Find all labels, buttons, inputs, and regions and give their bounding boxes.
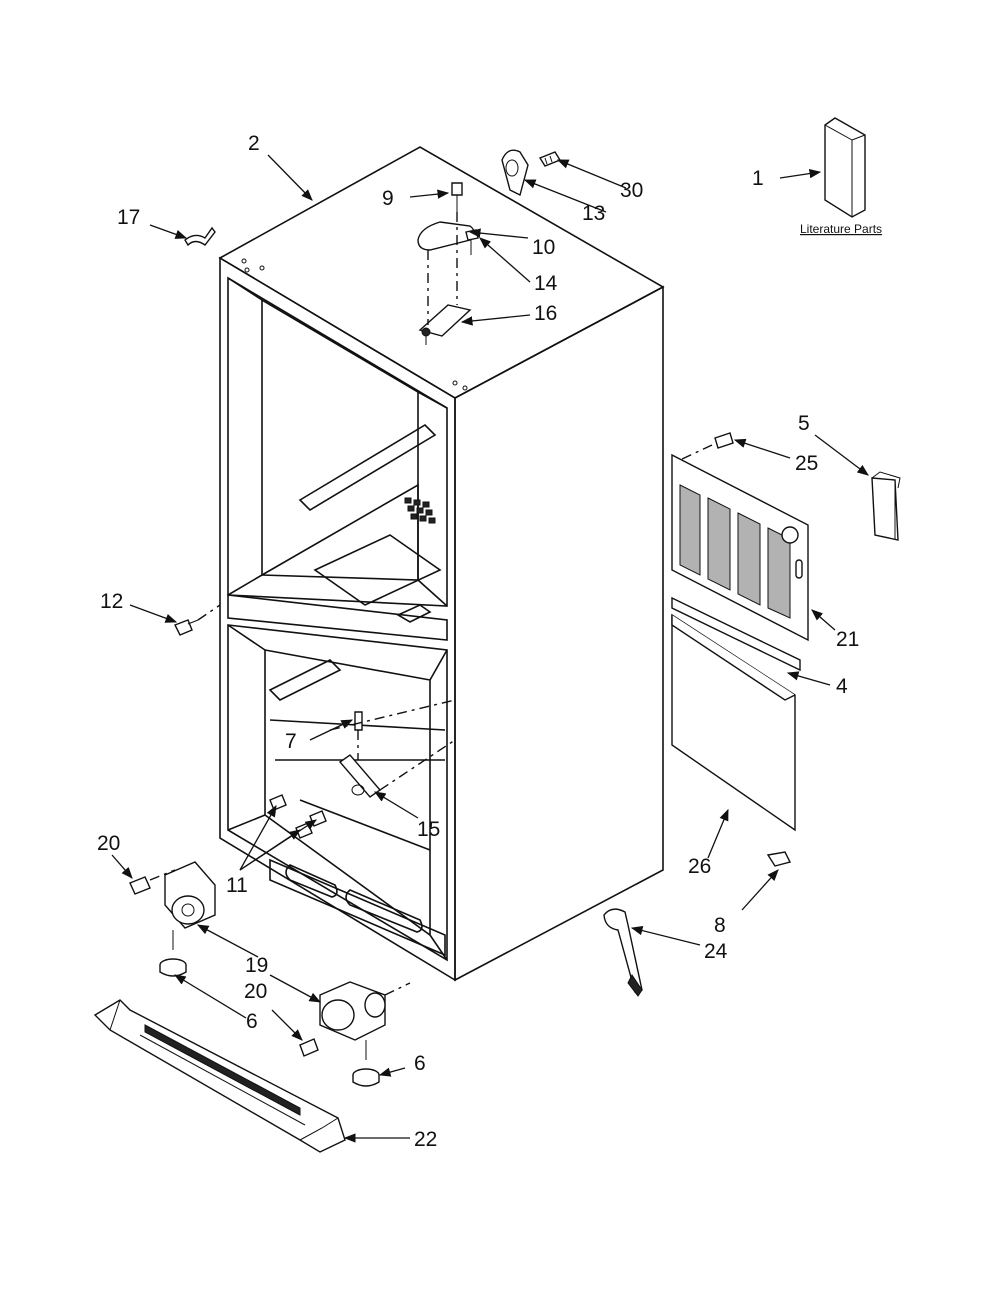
callout-5: 5 bbox=[798, 412, 810, 435]
callout-26: 26 bbox=[688, 855, 711, 878]
callout-labels: 1 2 4 5 6 6 7 8 9 10 11 12 13 14 15 16 1… bbox=[97, 132, 859, 1151]
callout-24: 24 bbox=[704, 940, 728, 963]
callout-4: 4 bbox=[836, 675, 848, 698]
callout-25: 25 bbox=[795, 452, 818, 475]
callout-1: 1 bbox=[752, 167, 764, 190]
clip-8 bbox=[766, 851, 792, 867]
callout-17: 17 bbox=[117, 206, 140, 229]
callout-22: 22 bbox=[414, 1128, 437, 1151]
callout-6b: 6 bbox=[414, 1052, 426, 1075]
callout-9: 9 bbox=[382, 187, 394, 210]
callout-30: 30 bbox=[620, 179, 643, 202]
right-roller-assembly bbox=[299, 981, 411, 1087]
callout-16: 16 bbox=[534, 302, 557, 325]
literature-parts: Literature Parts bbox=[800, 117, 882, 236]
callout-20b: 20 bbox=[244, 980, 267, 1003]
callout-14: 14 bbox=[534, 272, 558, 295]
callout-19: 19 bbox=[245, 954, 268, 977]
bracket-5 bbox=[871, 471, 901, 541]
screw-12 bbox=[174, 604, 221, 636]
clip-17 bbox=[184, 226, 216, 247]
left-roller-assembly bbox=[129, 861, 216, 977]
wrench-24 bbox=[603, 908, 643, 997]
access-cover-21 bbox=[671, 453, 809, 642]
gasket-4 bbox=[671, 596, 801, 672]
screw-25 bbox=[679, 432, 734, 461]
toe-grille bbox=[93, 999, 346, 1153]
callout-21: 21 bbox=[836, 628, 859, 651]
callout-2: 2 bbox=[248, 132, 260, 155]
callout-15: 15 bbox=[417, 818, 440, 841]
callout-11: 11 bbox=[226, 874, 248, 897]
leader-lines bbox=[111, 154, 869, 1143]
callout-10: 10 bbox=[532, 236, 555, 259]
literature-parts-label: Literature Parts bbox=[800, 222, 882, 236]
callout-20a: 20 bbox=[97, 832, 120, 855]
panel-26 bbox=[671, 613, 796, 832]
callout-8: 8 bbox=[714, 914, 726, 937]
callout-7: 7 bbox=[285, 730, 297, 753]
callout-13: 13 bbox=[582, 202, 605, 225]
cabinet bbox=[218, 146, 665, 982]
callout-12: 12 bbox=[100, 590, 123, 613]
callout-6a: 6 bbox=[246, 1010, 258, 1033]
